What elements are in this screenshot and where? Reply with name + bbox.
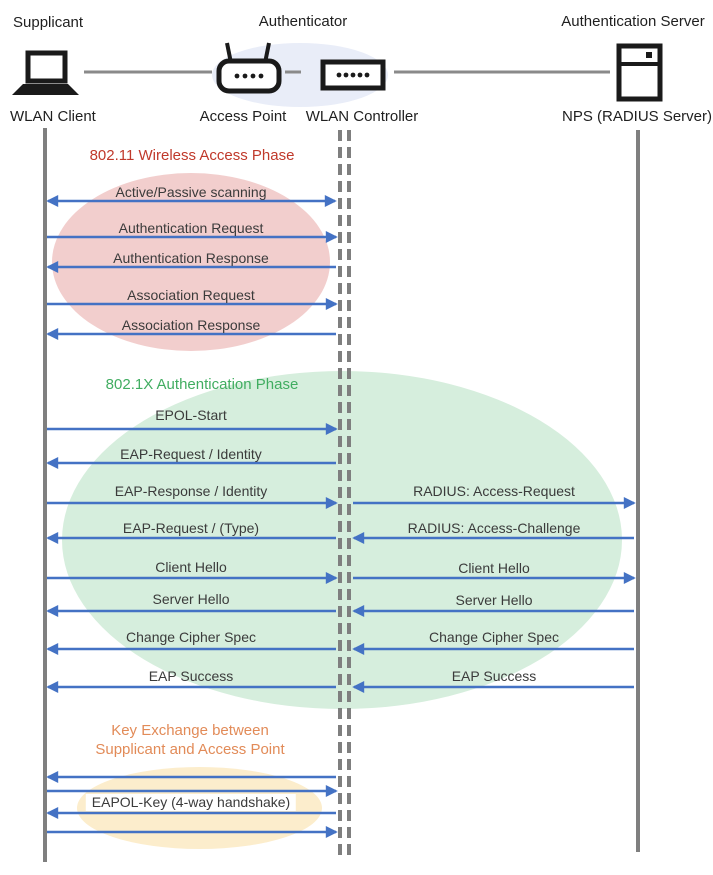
laptop-icon	[12, 50, 79, 95]
message-eap-success-right-label: EAP Success	[451, 668, 537, 684]
message-radius-access-request-label: RADIUS: Access-Request	[413, 483, 575, 499]
actor-name-nps: NPS (RADIUS Server)	[561, 108, 713, 125]
actor-name-wlan-client: WLAN Client	[10, 108, 96, 125]
phase3-title-line2: Supplicant and Access Point	[95, 741, 285, 758]
phase1-title: 802.11 Wireless Access Phase	[89, 147, 295, 164]
message-eap-success-left-label: EAP Success	[148, 668, 234, 684]
message-change-cipher-left-label: Change Cipher Spec	[126, 629, 256, 645]
lifelines	[43, 128, 640, 862]
message-epol-start-label: EPOL-Start	[155, 407, 227, 423]
message-server-hello-right-label: Server Hello	[455, 592, 533, 608]
message-arrows	[46, 195, 636, 838]
message-scanning-label: Active/Passive scanning	[115, 184, 267, 200]
message-client-hello-right-label: Client Hello	[458, 560, 530, 576]
actor-name-access-point: Access Point	[199, 108, 287, 125]
actor-role-supplicant: Supplicant	[13, 14, 84, 31]
actor-role-auth-server: Authentication Server	[561, 13, 705, 30]
message-assoc-response-label: Association Response	[121, 317, 261, 333]
message-eap-request-identity-label: EAP-Request / Identity	[120, 446, 262, 462]
message-radius-access-challenge-label: RADIUS: Access-Challenge	[407, 520, 581, 536]
wlan-controller-icon	[320, 59, 386, 91]
message-auth-response-label: Authentication Response	[113, 250, 269, 266]
server-icon	[616, 43, 663, 102]
message-eap-response-identity-label: EAP-Response / Identity	[114, 483, 268, 499]
actor-role-authenticator: Authenticator	[258, 13, 348, 30]
message-auth-request-label: Authentication Request	[118, 220, 264, 236]
access-point-icon	[216, 42, 282, 94]
actor-name-wlan-controller: WLAN Controller	[305, 108, 419, 125]
phase2-title: 802.1X Authentication Phase	[105, 376, 299, 393]
message-assoc-request-label: Association Request	[127, 287, 255, 303]
message-client-hello-left-label: Client Hello	[155, 559, 227, 575]
phase3-title-line1: Key Exchange between	[111, 722, 269, 739]
message-eapol-key-label: EAPOL-Key (4-way handshake)	[85, 794, 297, 811]
message-change-cipher-right-label: Change Cipher Spec	[429, 629, 559, 645]
message-eap-request-type-label: EAP-Request / (Type)	[122, 520, 260, 536]
message-server-hello-left-label: Server Hello	[152, 591, 230, 607]
